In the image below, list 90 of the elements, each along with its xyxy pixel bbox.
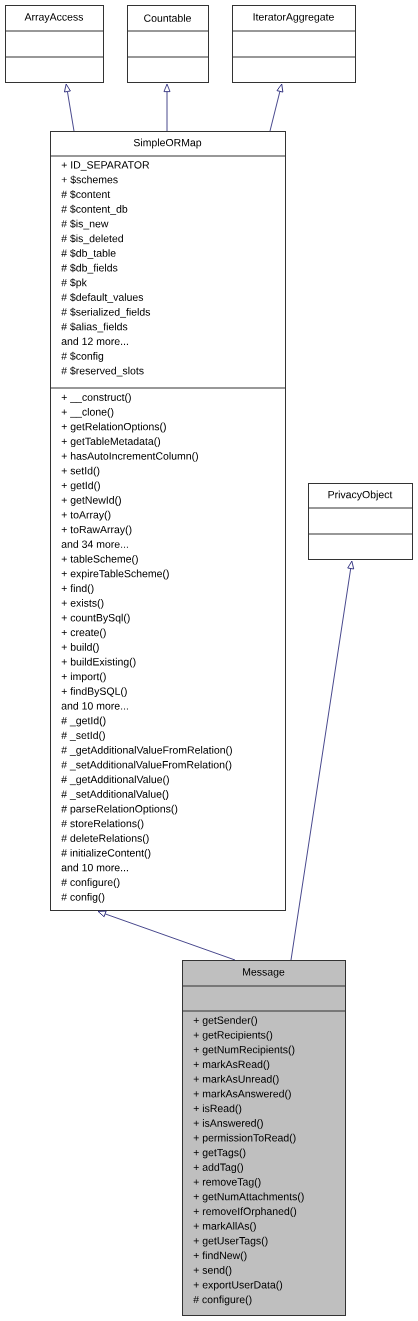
node-label: # $db_fields [61,263,118,274]
node-label: + toArray() [61,510,111,521]
class-box [126,5,209,83]
node-label: # $is_deleted [61,234,123,245]
node-label: + hasAutoIncrementColumn() [61,452,198,462]
node-label: + markAsRead() [193,1060,270,1071]
node-label: and 10 more... [61,701,128,710]
class-name: SimpleORMap [133,138,202,149]
node-label: # _getAdditionalValue() [61,775,169,786]
node-label: # $content_db [61,204,128,215]
node-label: + getUserTags() [193,1236,268,1247]
node-label: # config() [61,893,105,903]
node-label: # _setAdditionalValueFromRelation() [61,760,232,771]
node-label: and 10 more... [61,863,128,872]
inheritance-arrow [163,83,171,132]
node-label: # $config [61,351,104,362]
attribute-list: + ID_SEPARATOR + $schemes # $content # $content_db # $is_new # $is_deleted # $db_table # $db_fields # $pk # $default_values # $serialized_fields # $alias_fields and 12 more... # $config # $reserved_slots [61,161,151,377]
node-label: + buildExisting() [61,657,136,668]
inheritance-arrow [269,83,284,132]
node-label: + $schemes [61,175,118,184]
node-label: + removeIfOrphaned() [193,1207,297,1218]
node-label: + isRead() [193,1104,242,1115]
node-label: # $serialized_fields [61,307,151,318]
node-label: + __clone() [61,407,114,418]
inheritance-arrow [64,83,75,132]
node-label: # $content [61,190,111,199]
node-label: # $reserved_slots [61,366,144,377]
node-label: + getNumRecipients() [193,1045,295,1056]
node-label: + permissionToRead() [193,1133,296,1144]
class-box [4,5,104,83]
node-label: # initializeContent() [61,848,151,859]
class-box [181,960,346,1316]
node-label: + getTags() [193,1148,246,1159]
node-label: + setId() [61,466,100,477]
node-label: + getId() [61,481,100,492]
node-label: + markAsAnswered() [193,1089,291,1100]
node-label: + expireTableScheme() [61,569,169,580]
node-label: + findNew() [193,1251,247,1262]
node-label: # deleteRelations() [61,834,149,844]
method-list: + getSender() + getRecipients() + getNumRecipients() + markAsRead() + markAsUnread() + markAsAnswered() + isRead() + isAnswered() + permissionToRead() + getTags() + addTag() + removeTag() + getNumAttachments() + removeIfOrphaned() + markAllAs() + getUserTags() + findNew() + send() + exportUserData() # configure() [193,1016,304,1306]
class-name: IteratorAggregate [253,13,334,23]
node-label: # parseRelationOptions() [61,804,178,815]
node-label: # $db_table [61,248,116,259]
class-name: Countable [144,14,191,22]
node-label: + getRelationOptions() [61,422,166,433]
node-label: + ID_SEPARATOR [61,161,150,171]
method-list: + __construct() + __clone() + getRelationOptions() + getTableMetadata() + hasAutoIncrementColumn() + setId() + getId() + getNewId() + toArray() + toRawArray() and 34 more... + tableScheme() + expireTableScheme() + find() + exists() + countBySql() + create() + build() + buildExisting() + import() + findBySQL() and 10 more... # _getId() # _setId() # _getAdditionalValueFromRelation() # _setAdditionalValueFromRelation() # _getAdditionalValue() # _setAdditionalValue() # parseRelationOptions() # storeRelations() # deleteRelations() # initializeContent() and 10 more... # configure() # config() [61,393,232,903]
node-label: + countBySql() [61,613,130,624]
node-label: + toRawArray() [61,525,132,536]
node-label: + isAnswered() [193,1119,263,1129]
node-label: # configure() [193,1295,252,1306]
node-label: + find() [61,584,94,595]
node-label: + import() [61,672,106,683]
node-label: + markAsUnread() [193,1075,279,1085]
class-box [231,5,356,83]
inheritance-arrow [97,910,236,961]
node-label: + create() [61,628,106,639]
class-box [49,131,286,911]
class-name: ArrayAccess [24,13,84,23]
node-label: # $default_values [61,293,144,303]
inheritance-arrow [290,560,355,961]
node-label: + send() [193,1266,232,1276]
node-label: + getNewId() [61,496,121,506]
node-label: # _getId() [61,716,106,727]
node-label: + removeTag() [193,1177,261,1188]
node-label: + getTableMetadata() [61,437,161,448]
class-box [307,483,413,560]
node-label: + getSender() [193,1016,258,1026]
node-label: # $alias_fields [61,322,128,333]
node-label: # $is_new [61,219,109,230]
node-label: # _getAdditionalValueFromRelation() [61,746,232,756]
node-label: # _setId() [61,731,105,742]
node-label: + __construct() [61,393,131,403]
node-label: + getRecipients() [193,1030,273,1041]
node-label: + addTag() [193,1163,244,1173]
node-label: and 34 more... [61,540,128,548]
node-label: + build() [61,643,99,653]
node-label: + getNumAttachments() [193,1192,304,1203]
node-label: and 12 more... [61,337,128,346]
node-label: + exportUserData() [193,1280,283,1291]
node-label: + exists() [61,599,104,609]
class-name: PrivacyObject [328,490,393,501]
node-label: + markAllAs() [193,1222,256,1232]
node-label: # $pk [61,278,87,289]
node-label: + findBySQL() [61,687,127,697]
node-label: + tableScheme() [61,554,138,565]
node-label: # configure() [61,878,120,889]
class-name: Message [243,968,285,978]
node-label: # storeRelations() [61,819,144,830]
node-label: # _setAdditionalValue() [61,790,169,800]
